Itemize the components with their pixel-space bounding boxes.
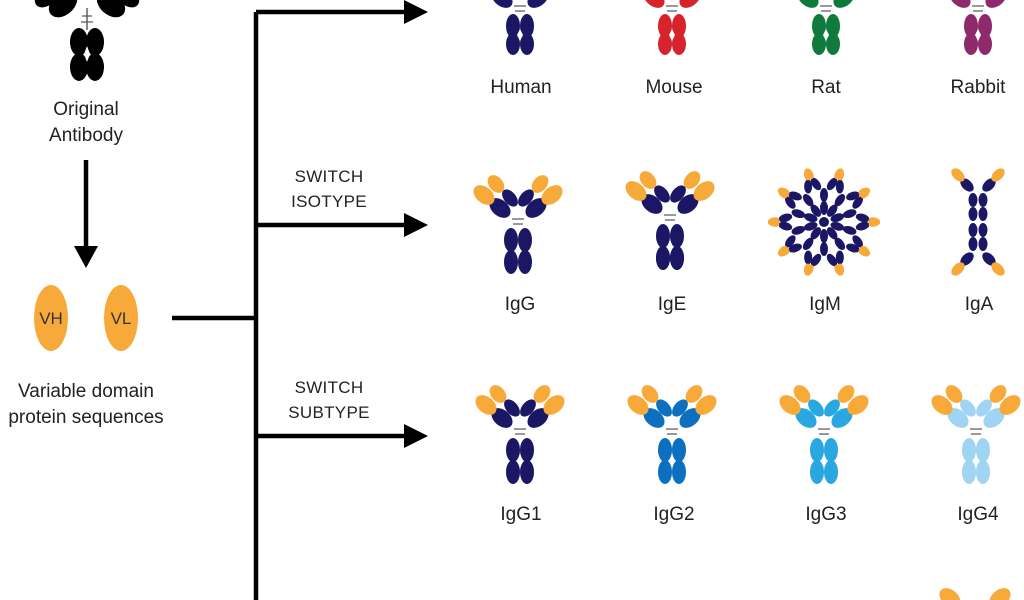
species-arrowhead [404,0,428,24]
vh-domain-shape: VH [34,285,68,351]
variable-domain-caption: Variable domain protein sequences [8,381,164,428]
isotype-label-igm: IgM [809,294,841,315]
original-antibody-label: Original Antibody [49,99,123,146]
isotype-label-igg: IgG [504,294,536,315]
isotype-antibody-igm [767,168,881,276]
subtype-label-igg2: IgG2 [653,504,695,525]
subtype-label-igg4: IgG4 [957,504,999,525]
subtype-antibody-igg4 [931,385,1021,484]
switch-subtype-label: SWITCH SUBTYPE [288,378,370,422]
species-label-human: Human [490,77,552,98]
partial-antibody-bottom [939,588,1011,600]
arrow-heads [74,0,428,448]
isotype-antibody-igg [473,175,563,274]
subtype-antibody-igg2 [627,385,717,484]
species-antibody-human [491,0,549,55]
species-label-mouse: Mouse [645,77,703,98]
vl-domain-shape: VL [104,285,138,351]
species-antibody-rat [797,0,855,55]
isotype-antibody-ige [625,171,715,270]
vh-label: VH [39,309,63,328]
switch-isotype-label: SWITCH ISOTYPE [291,167,367,211]
species-label-rabbit: Rabbit [950,77,1006,98]
original-antibody-icon [34,0,140,81]
species-row [491,0,1007,55]
subtype-antibody-igg3 [779,385,869,484]
subtype-row [475,385,1021,484]
subtype-arrowhead [404,424,428,448]
isotype-row [473,168,1005,276]
flow-arrows [83,9,406,600]
isotype-arrowhead [404,213,428,237]
subtype-antibody-igg1 [475,385,565,484]
species-antibody-rabbit [949,0,1007,55]
subtype-label-igg3: IgG3 [805,504,847,525]
subtype-label-igg1: IgG1 [500,504,542,525]
isotype-antibody-iga [951,168,1005,276]
down-arrowhead [74,246,98,268]
vl-label: VL [111,309,132,328]
isotype-label-iga: IgA [964,294,994,315]
species-antibody-mouse [643,0,701,55]
isotype-label-ige: IgE [657,294,687,315]
species-label-rat: Rat [811,77,841,98]
